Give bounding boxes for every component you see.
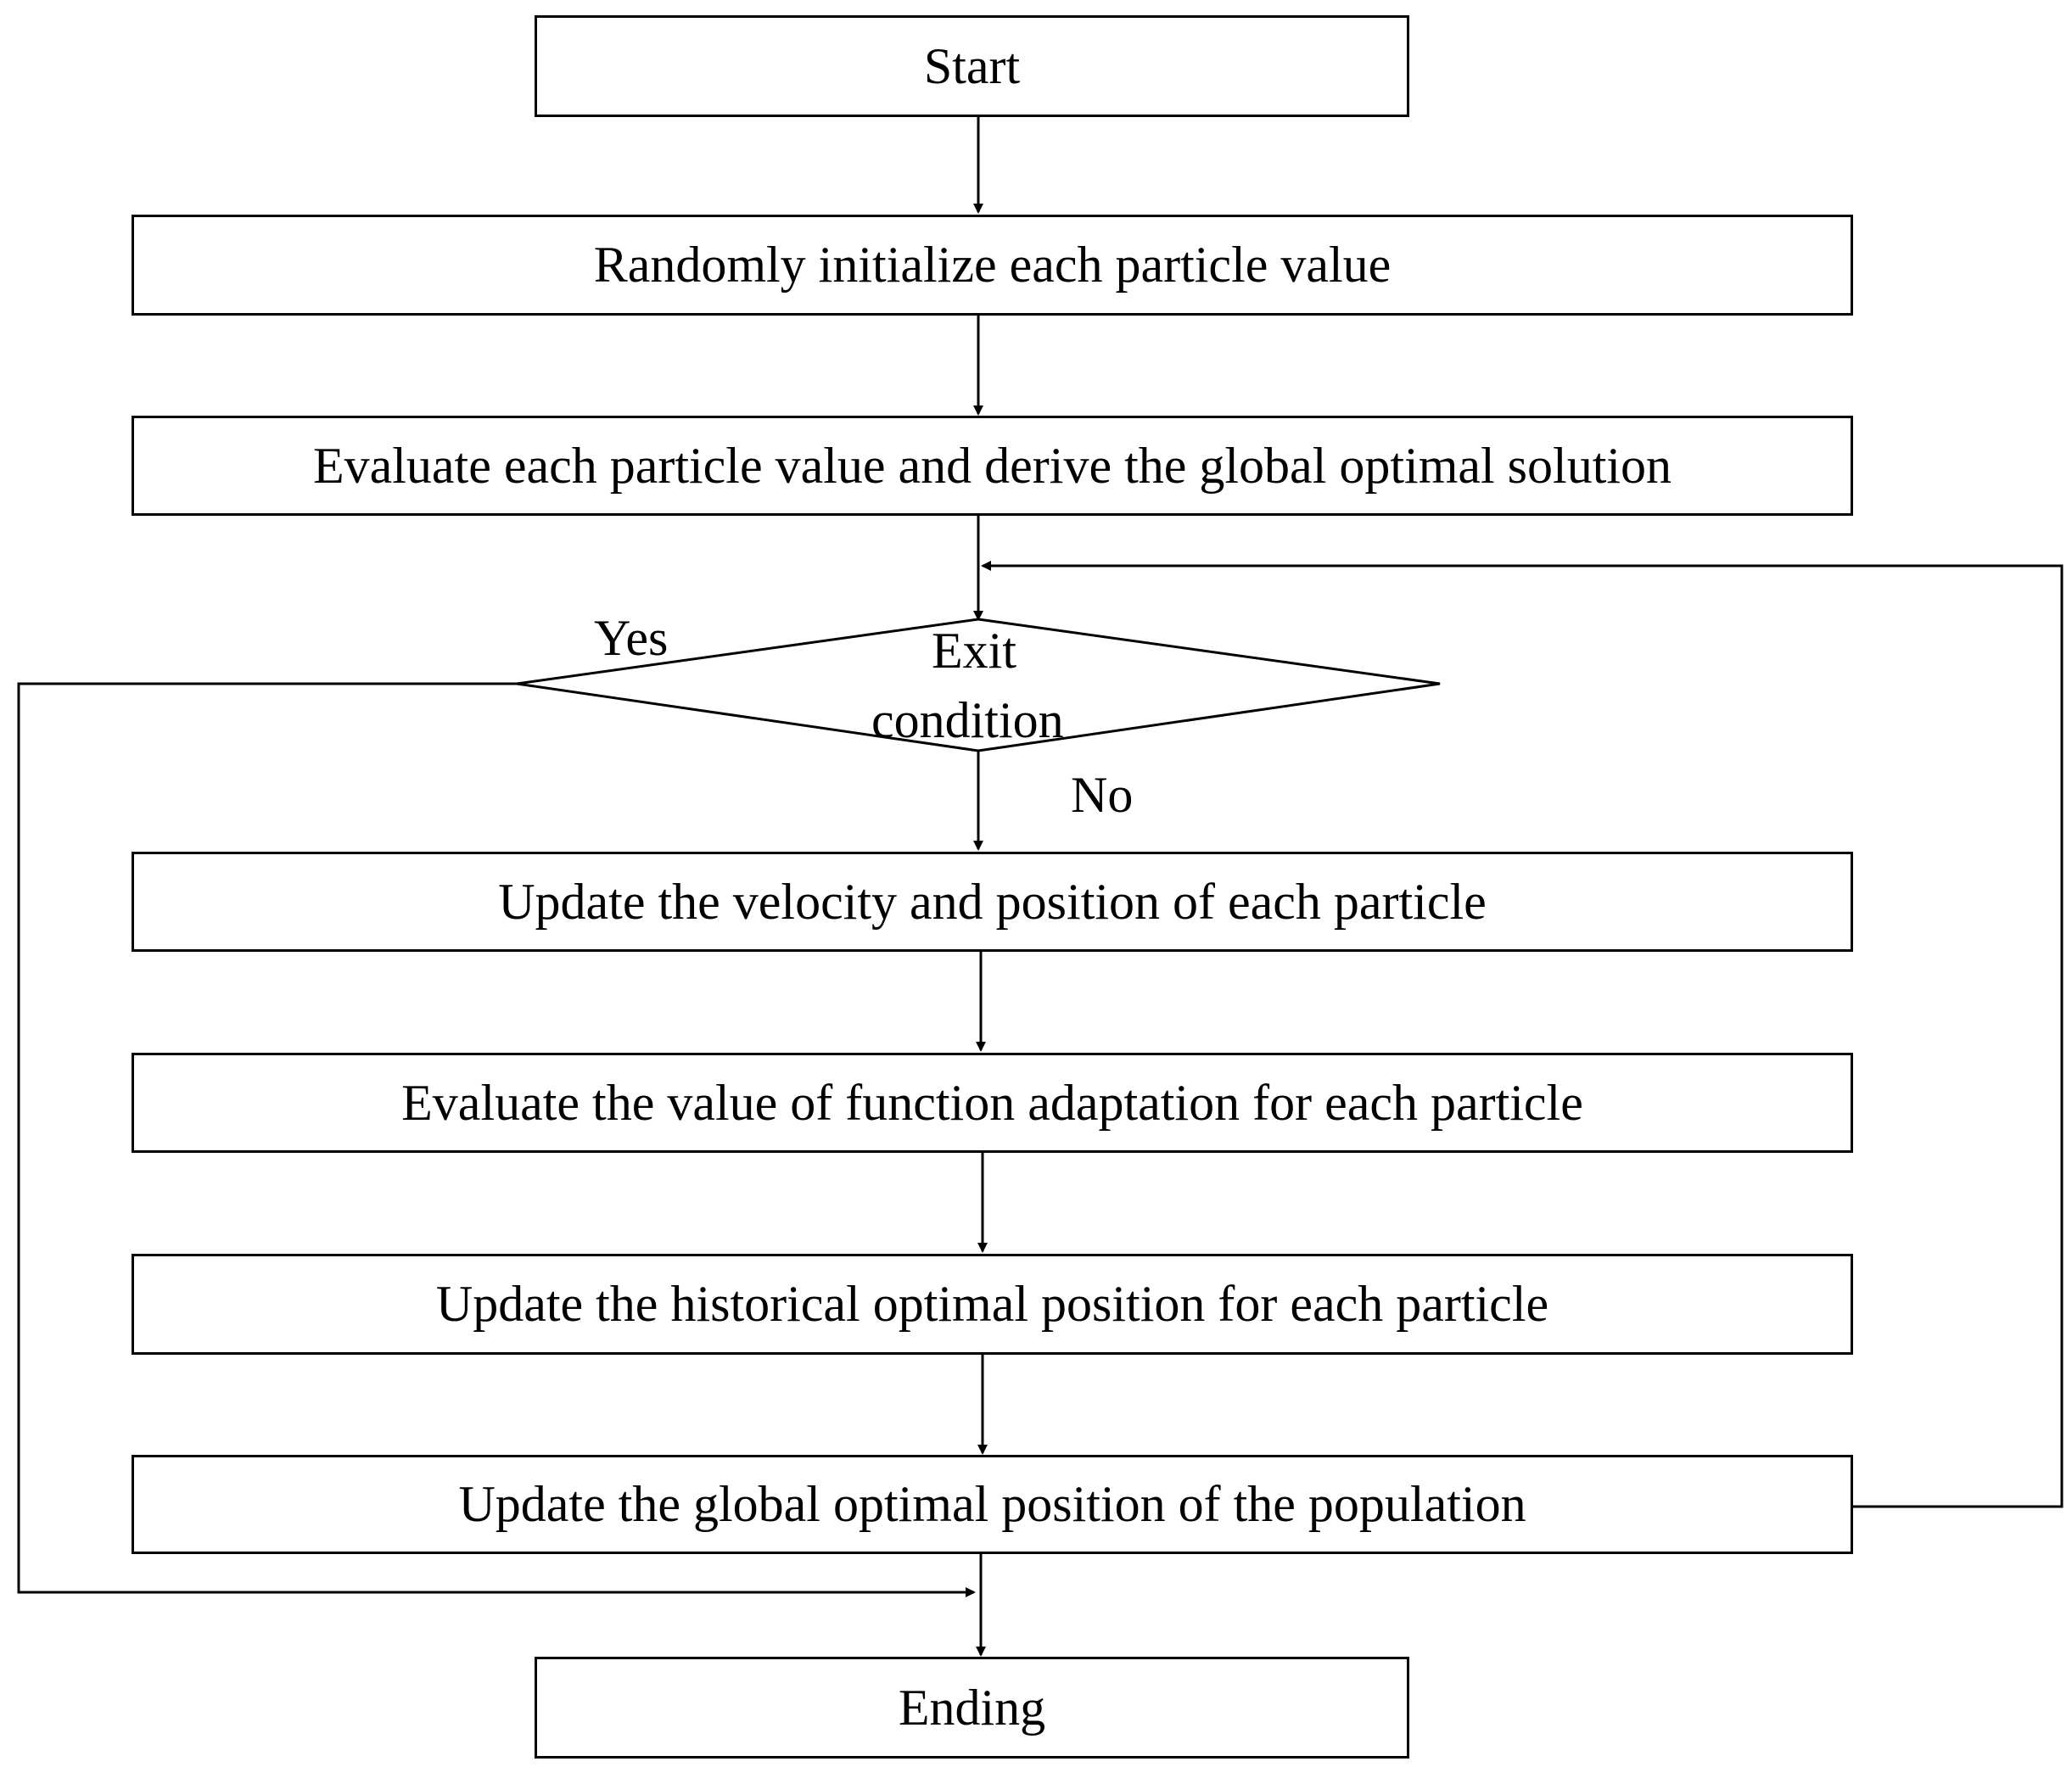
- update-velocity-box: Update the velocity and position of each…: [132, 852, 1853, 952]
- decision-label-line2: condition: [871, 692, 1064, 748]
- update-historical-label: Update the historical optimal position f…: [435, 1276, 1549, 1332]
- evaluate-fitness-box: Evaluate the value of function adaptatio…: [132, 1053, 1853, 1153]
- update-historical-box: Update the historical optimal position f…: [132, 1254, 1853, 1355]
- evaluate-global-box: Evaluate each particle value and derive …: [132, 416, 1853, 516]
- update-velocity-label: Update the velocity and position of each…: [498, 873, 1487, 930]
- start-label: Start: [923, 37, 1021, 94]
- decision-label-line1: Exit: [932, 623, 1016, 679]
- yes-label: Yes: [594, 610, 669, 666]
- loop-back-connector: [981, 561, 2064, 1508]
- ending-box: Ending: [535, 1657, 1409, 1759]
- ending-label: Ending: [898, 1679, 1046, 1736]
- init-box: Randomly initialize each particle value: [132, 215, 1853, 316]
- yes-branch-connector: [17, 682, 976, 1597]
- no-label: No: [1071, 767, 1134, 823]
- evaluate-global-label: Evaluate each particle value and derive …: [312, 437, 1672, 494]
- update-global-label: Update the global optimal position of th…: [458, 1476, 1526, 1532]
- evaluate-fitness-label: Evaluate the value of function adaptatio…: [401, 1074, 1583, 1131]
- decision-diamond: [516, 618, 1441, 752]
- start-box: Start: [535, 15, 1409, 117]
- update-global-box: Update the global optimal position of th…: [132, 1455, 1853, 1554]
- init-label: Randomly initialize each particle value: [593, 237, 1392, 293]
